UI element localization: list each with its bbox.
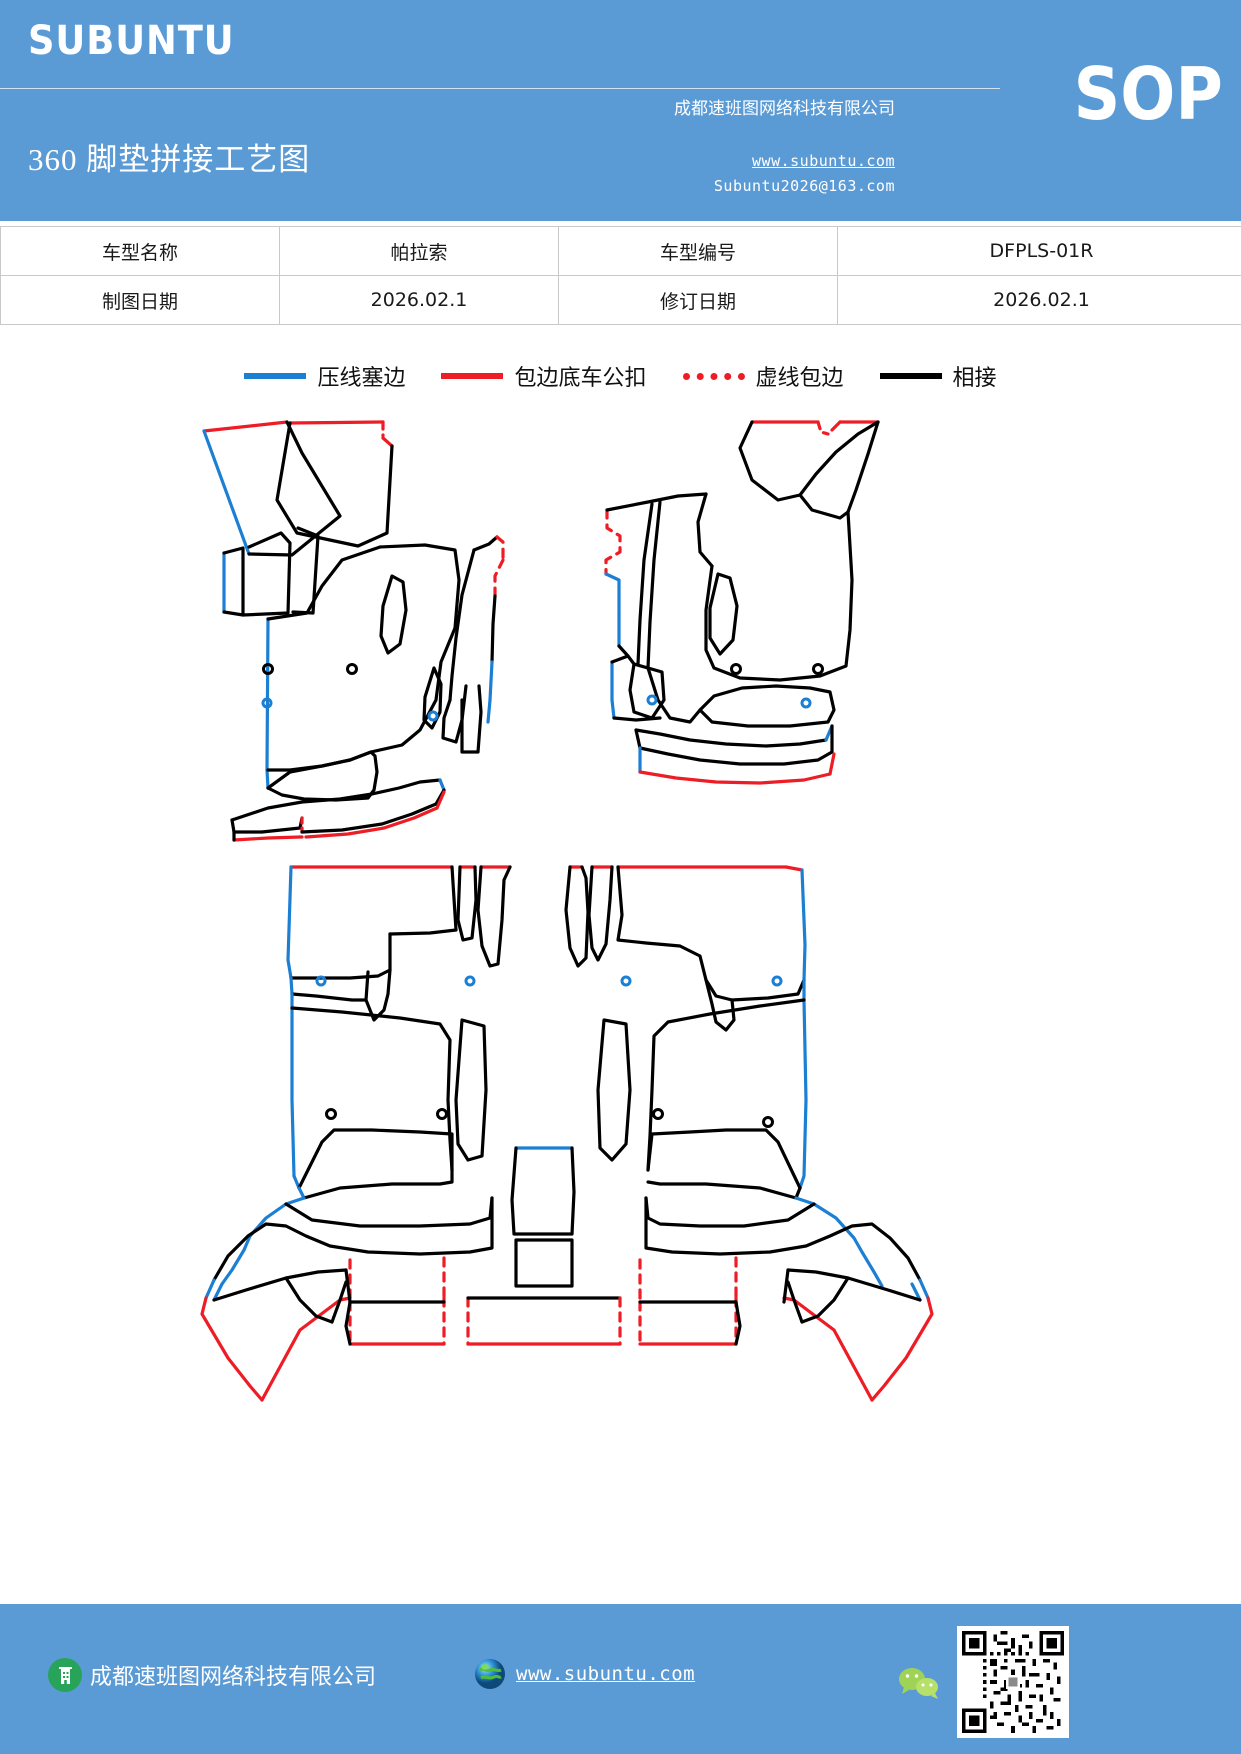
label-model-code: 车型编号 — [558, 226, 838, 276]
footer-website-link[interactable]: www.subuntu.com — [516, 1663, 696, 1685]
value-model-name: 帕拉索 — [279, 226, 559, 276]
qr-code — [957, 1626, 1069, 1738]
legend-label: 相接 — [952, 365, 997, 390]
header-divider — [0, 88, 1000, 89]
globe-icon — [472, 1656, 508, 1692]
legend-label: 虚线包边 — [755, 365, 844, 390]
line-swatch-blue-icon — [244, 373, 307, 379]
panel-front-left — [202, 420, 505, 842]
table-row: 制图日期 2026.02.1 修订日期 2026.02.1 — [0, 275, 1241, 325]
page-title: 360 脚垫拼接工艺图 — [28, 142, 311, 177]
footer-company-block: 成都速班图网络科技有限公司 — [48, 1658, 376, 1692]
sop-badge: SOP — [1073, 52, 1223, 136]
legend-label: 包边底车公扣 — [514, 365, 647, 390]
label-draw-date: 制图日期 — [0, 275, 280, 325]
panel-rear-assembly — [200, 865, 934, 1402]
value-revision-date: 2026.02.1 — [837, 275, 1241, 325]
footer-company-name: 成都速班图网络科技有限公司 — [90, 1664, 377, 1689]
footer-website-block: www.subuntu.com — [472, 1656, 695, 1692]
floor-mat-technical-drawing — [0, 400, 1241, 1440]
page-header: SUBUNTU 成都速班图网络科技有限公司 360 脚垫拼接工艺图 www.su… — [0, 0, 1241, 221]
wechat-icon — [896, 1666, 944, 1700]
label-model-name: 车型名称 — [0, 226, 280, 276]
header-email: Subuntu2026@163.com — [713, 177, 895, 195]
header-company-name: 成都速班图网络科技有限公司 — [674, 99, 895, 118]
legend-item-press-edge: 压线塞边 — [244, 360, 405, 392]
building-icon — [48, 1658, 82, 1692]
legend-label: 压线塞边 — [317, 365, 406, 390]
line-swatch-red-dotted-icon — [682, 372, 745, 380]
legend: 压线塞边 包边底车公扣 虚线包边 相接 — [0, 355, 1241, 397]
table-row: 车型名称 帕拉索 车型编号 DFPLS-01R — [0, 226, 1241, 276]
value-model-code: DFPLS-01R — [837, 226, 1241, 276]
page-footer: 成都速班图网络科技有限公司 www.subuntu.com — [0, 1604, 1241, 1754]
label-revision-date: 修订日期 — [558, 275, 838, 325]
vehicle-info-table: 车型名称 帕拉索 车型编号 DFPLS-01R 制图日期 2026.02.1 修… — [0, 226, 1241, 325]
value-draw-date: 2026.02.1 — [279, 275, 559, 325]
line-swatch-red-icon — [441, 373, 504, 379]
legend-item-binding-buckle: 包边底车公扣 — [441, 360, 647, 392]
brand-logo: SUBUNTU — [28, 18, 235, 64]
line-swatch-black-icon — [879, 373, 942, 379]
legend-item-dashed-binding: 虚线包边 — [682, 360, 844, 392]
legend-item-joint: 相接 — [879, 360, 997, 392]
header-website-link[interactable]: www.subuntu.com — [752, 152, 895, 170]
panel-front-right — [604, 420, 880, 785]
